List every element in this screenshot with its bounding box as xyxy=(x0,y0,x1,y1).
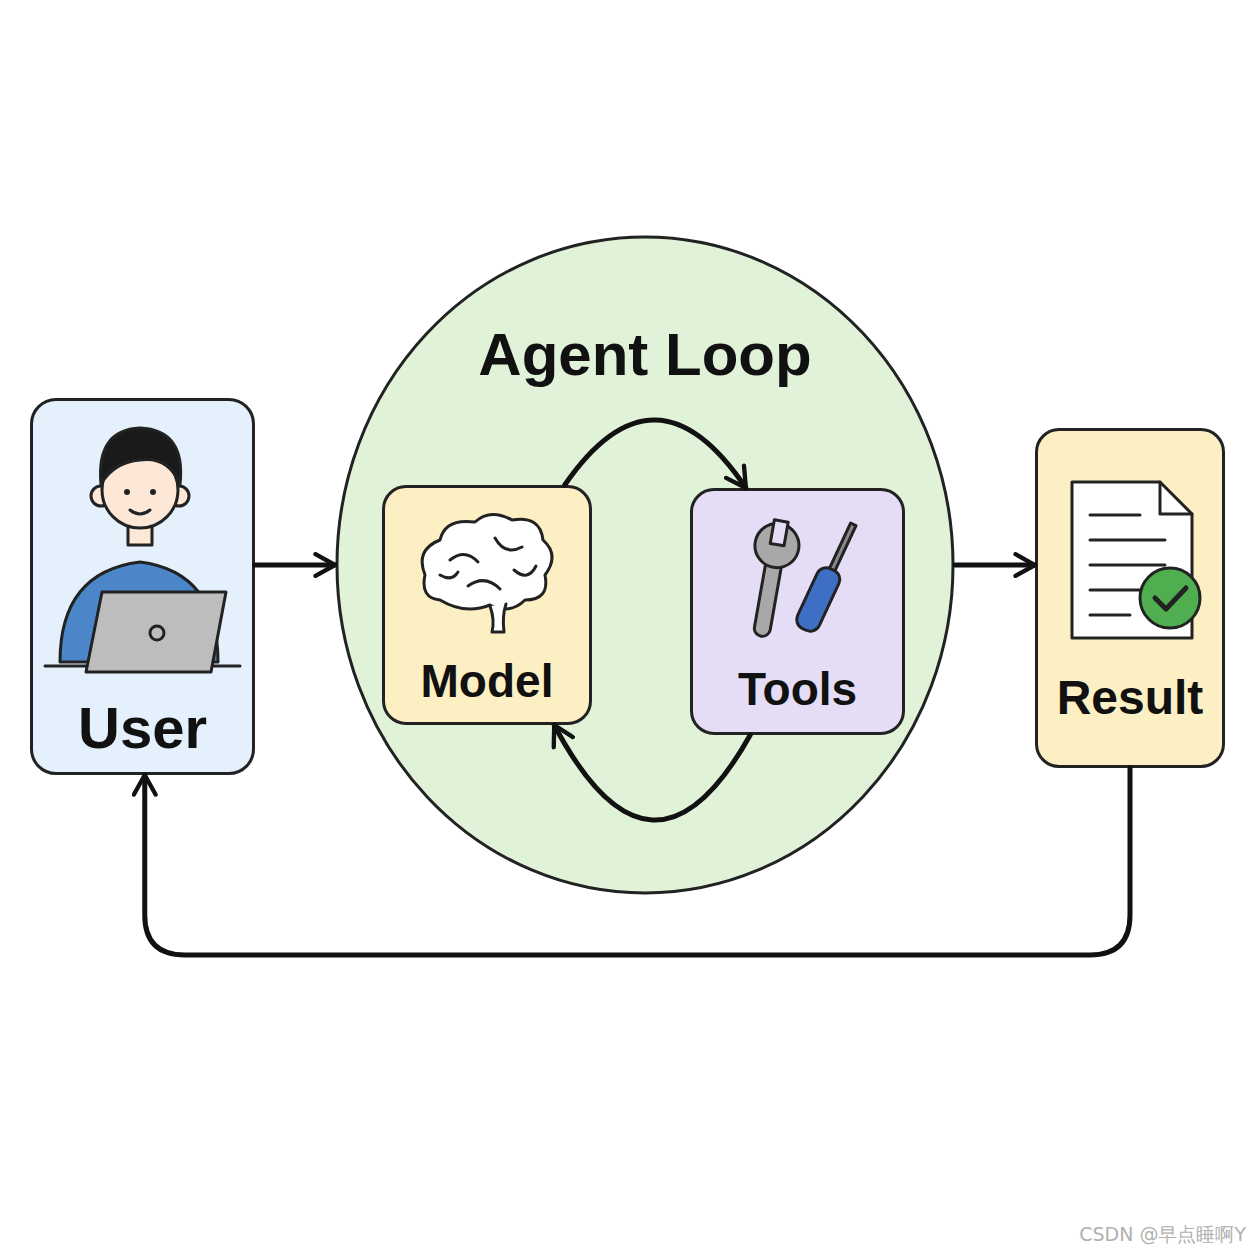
node-label: Result xyxy=(1038,669,1222,727)
user-box: User xyxy=(30,398,255,775)
node-label: Agent Loop xyxy=(335,319,955,391)
node-label: Tools xyxy=(693,662,902,717)
agent-loop-circle: Agent LoopModel Tools xyxy=(335,235,955,895)
tools-box: Tools xyxy=(690,488,905,735)
result-box: Result xyxy=(1035,428,1225,768)
flow-arrow xyxy=(255,563,335,568)
watermark: CSDN @早点睡啊Y xyxy=(1079,1222,1246,1248)
node-label: User xyxy=(33,693,252,763)
node-label: Model xyxy=(385,654,589,709)
model-box: Model xyxy=(382,485,592,725)
flow-arrow xyxy=(955,563,1035,568)
